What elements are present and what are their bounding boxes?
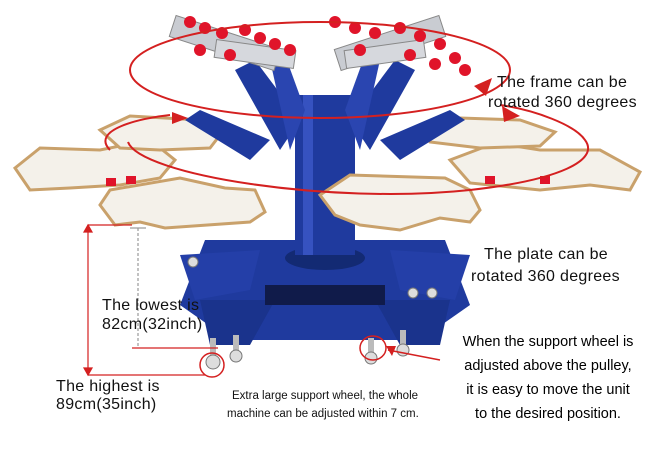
frame-rotation-label-line2: rotated 360 degrees: [488, 94, 637, 111]
lowest-height-label-line2: 82cm(32inch): [102, 316, 203, 333]
lowest-height-label-line1: The lowest is: [102, 297, 200, 314]
frame-rotation-label-line1: The frame can be: [497, 74, 628, 91]
center-column: [295, 95, 355, 255]
rotation-arrowheads: [172, 78, 520, 124]
plate-rotation-label-line1: The plate can be: [484, 246, 608, 263]
wheel-callouts: [199, 335, 441, 378]
plate-rotation-label-line2: rotated 360 degrees: [471, 268, 620, 285]
platens: [12, 114, 643, 232]
height-dimension-lines: [82, 223, 218, 377]
clamp-knobs: [184, 16, 471, 76]
support-wheel-note-line1: Extra large support wheel, the whole: [232, 390, 419, 402]
support-wheel-note-line2: machine can be adjusted within 7 cm.: [227, 408, 419, 420]
highest-height-label-line2: 89cm(35inch): [56, 396, 157, 413]
pulley-note-line4: to the desired position.: [475, 406, 621, 422]
print-head-arms: [168, 14, 465, 160]
pulley-note-line2: adjusted above the pulley,: [464, 358, 632, 374]
pulley-note-line3: it is easy to move the unit: [466, 382, 630, 398]
pulley-note-line1: When the support wheel is: [462, 334, 634, 350]
base-stand: [180, 240, 470, 370]
pulley-note: When the support wheel is adjusted above…: [448, 330, 648, 426]
rotation-indicators: [104, 21, 590, 195]
highest-height-label-line1: The highest is: [56, 378, 160, 395]
